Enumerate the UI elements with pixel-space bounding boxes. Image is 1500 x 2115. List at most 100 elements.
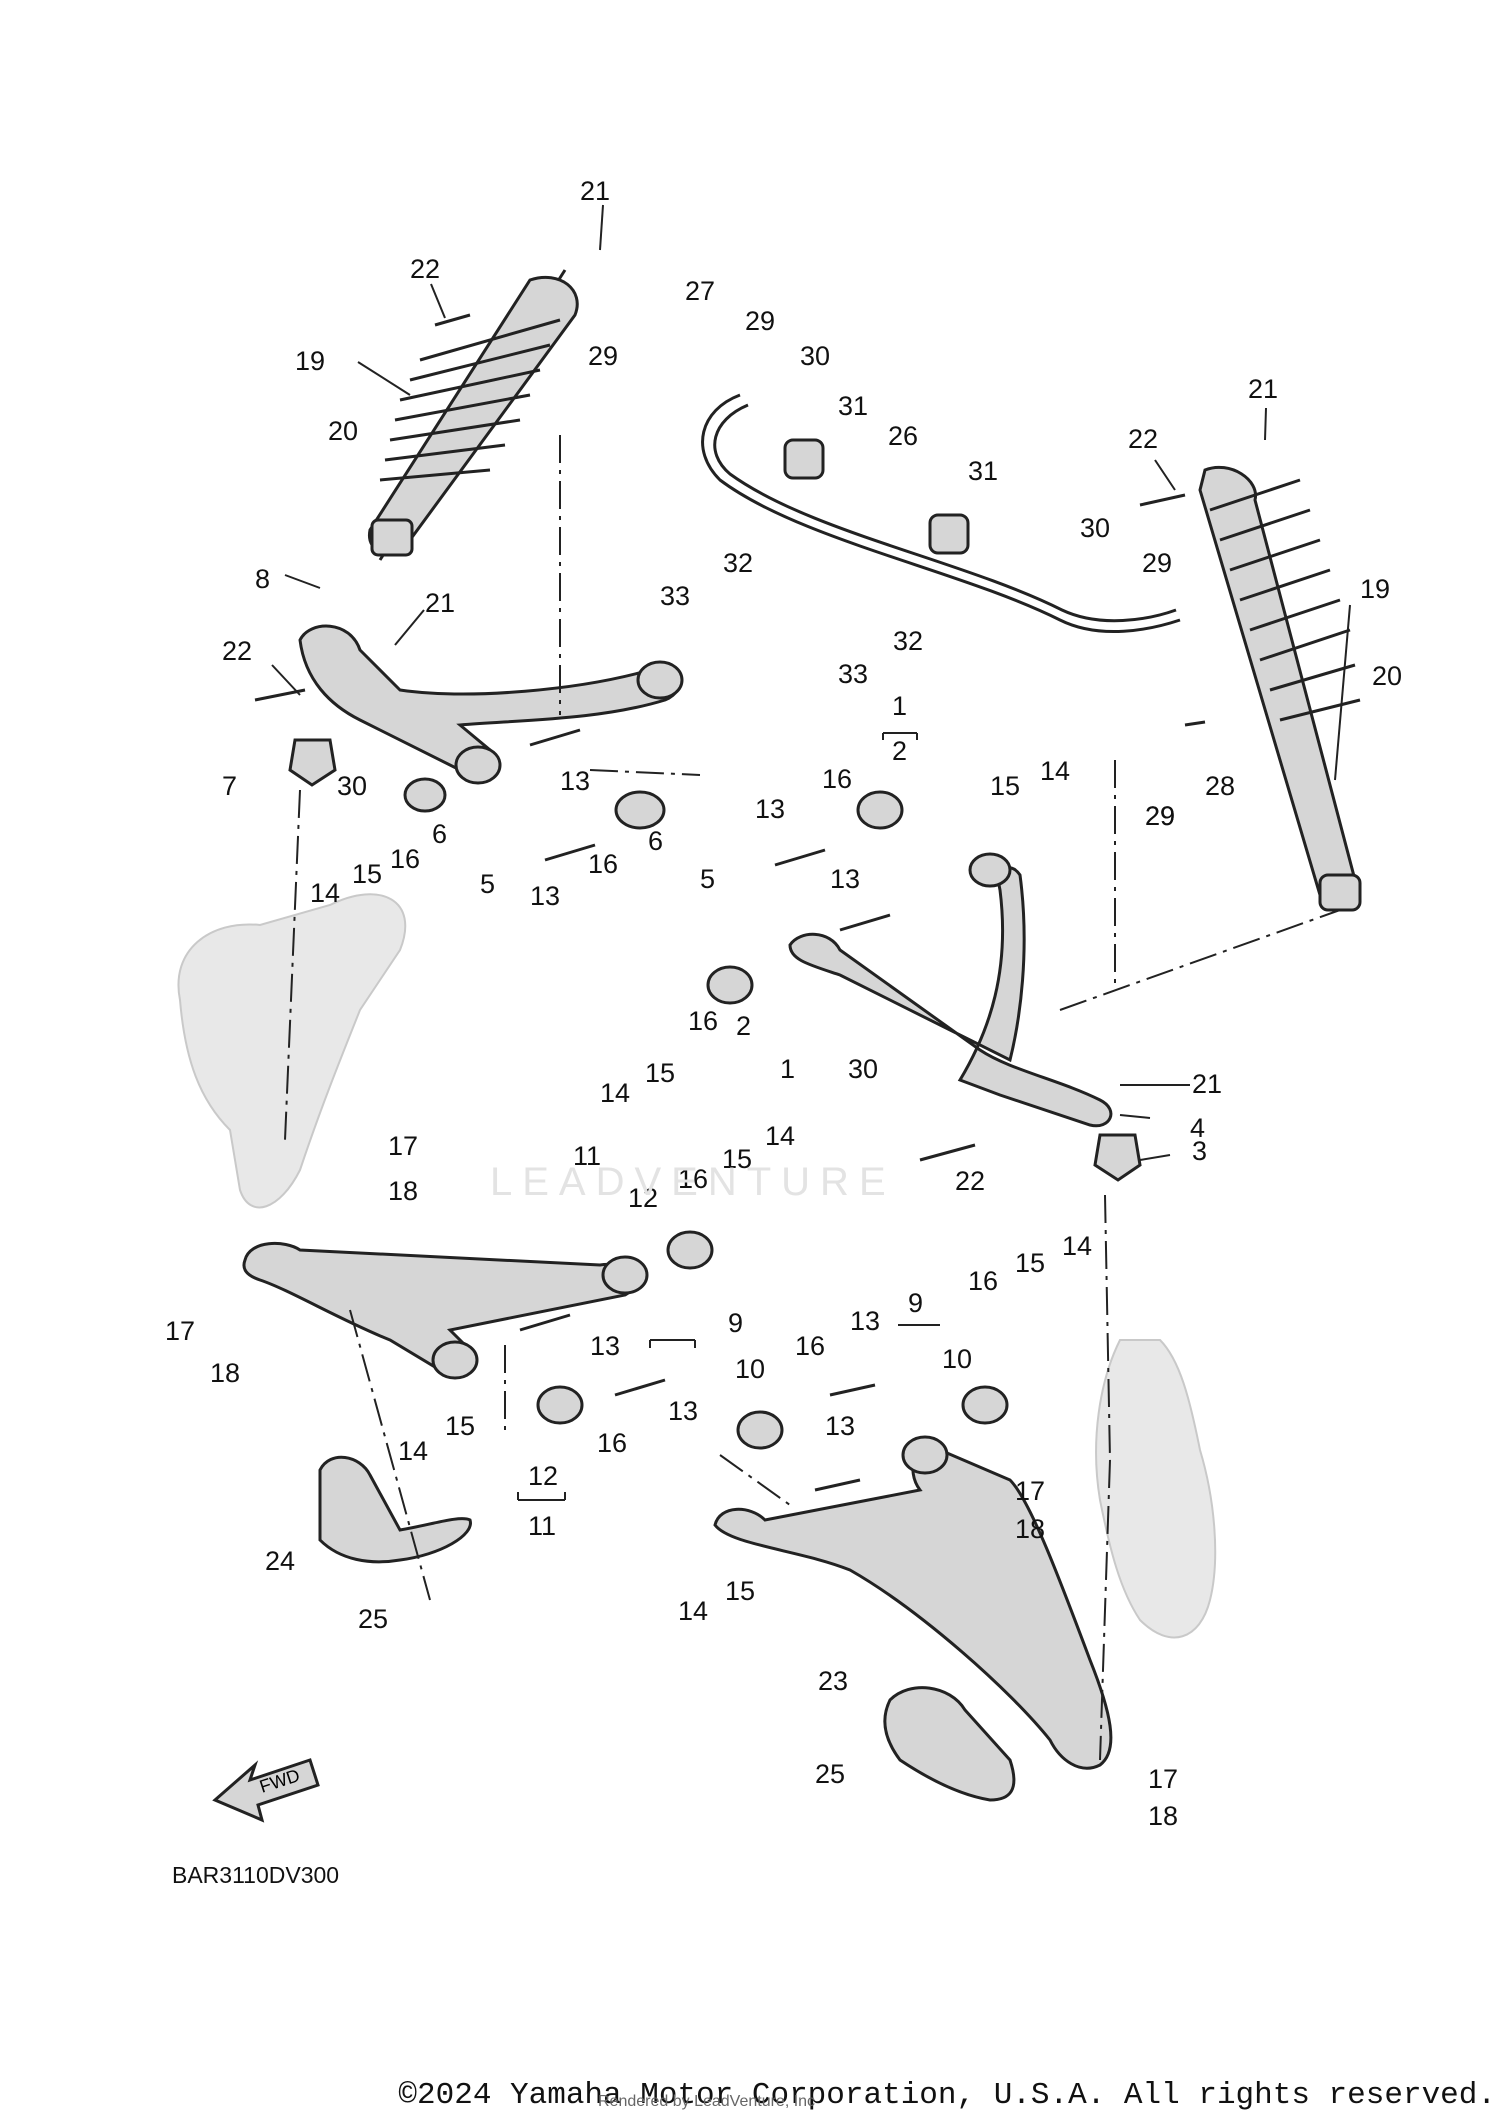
watermark: LEADVENTURE	[490, 1160, 896, 1204]
callout-26: 26	[888, 421, 918, 451]
right-knuckle-ghost	[1095, 1339, 1217, 1639]
left-shock-absorber	[368, 269, 579, 561]
callout-16: 16	[822, 764, 852, 794]
callout-5: 5	[480, 869, 495, 899]
bushing-31b	[928, 513, 970, 555]
callouts: 21 22 19 20 8 21 22 7 30 14 15 16 6 5 13…	[165, 176, 1402, 1831]
callout-12: 12	[628, 1183, 658, 1213]
callout-16: 16	[597, 1428, 627, 1458]
callout-18: 18	[1015, 1514, 1045, 1544]
callout-22: 22	[222, 636, 252, 666]
callout-14: 14	[398, 1436, 428, 1466]
alignment-lines	[284, 435, 1341, 1761]
callout-14: 14	[765, 1121, 795, 1151]
callout-13: 13	[668, 1396, 698, 1426]
callout-17: 17	[388, 1131, 418, 1161]
callout-12: 12	[528, 1461, 558, 1491]
callout-21: 21	[1248, 374, 1278, 404]
guard-23	[883, 1686, 1016, 1802]
callout-31: 31	[838, 391, 868, 421]
callout-16: 16	[588, 849, 618, 879]
ball-joint-7	[288, 738, 337, 787]
callout-15: 15	[722, 1144, 752, 1174]
upper-left-arm-bushing-rear	[454, 745, 502, 785]
callout-18: 18	[210, 1358, 240, 1388]
callout-16: 16	[795, 1331, 825, 1361]
callout-11: 11	[528, 1511, 556, 1541]
callout-9: 9	[908, 1288, 923, 1318]
copyright-notice: ©2024 Yamaha Motor Corporation, U.S.A. A…	[398, 2078, 1496, 2113]
callout-21: 21	[425, 588, 455, 618]
lower-left-arm-bushing	[601, 1255, 649, 1295]
callout-15: 15	[445, 1411, 475, 1441]
callout-33: 33	[838, 659, 868, 689]
callout-17: 17	[1015, 1476, 1045, 1506]
callout-1: 1	[780, 1054, 795, 1084]
callout-11: 11	[573, 1141, 601, 1171]
callout-14: 14	[310, 878, 340, 908]
diagram-code: BAR3110DV300	[172, 1862, 340, 1888]
callout-13: 13	[850, 1306, 880, 1336]
bushing-31a	[783, 438, 825, 480]
callout-15: 15	[725, 1576, 755, 1606]
callout-8: 8	[255, 564, 270, 594]
callout-2: 2	[892, 736, 907, 766]
callout-10: 10	[735, 1354, 765, 1384]
callout-22: 22	[1128, 424, 1158, 454]
fwd-arrow: FWD	[212, 1758, 320, 1823]
callout-17: 17	[1148, 1764, 1178, 1794]
lower-left-arm-bushing-rear	[431, 1340, 479, 1380]
callout-28: 28	[1205, 771, 1235, 801]
callout-15: 15	[1015, 1248, 1045, 1278]
callout-16: 16	[678, 1164, 708, 1194]
callout-13: 13	[530, 881, 560, 911]
callout-13: 13	[755, 794, 785, 824]
callout-33: 33	[660, 581, 690, 611]
callout-22: 22	[955, 1166, 985, 1196]
callout-29: 29	[1145, 801, 1175, 831]
callout-15: 15	[645, 1058, 675, 1088]
callout-19: 19	[295, 346, 325, 376]
callout-6: 6	[432, 819, 447, 849]
callout-16: 16	[968, 1266, 998, 1296]
callout-5: 5	[700, 864, 715, 894]
callout-29: 29	[1145, 801, 1175, 831]
callout-9: 9	[728, 1308, 743, 1338]
callout-30: 30	[848, 1054, 878, 1084]
callout-14: 14	[600, 1078, 630, 1108]
leaders	[271, 204, 1351, 1501]
callout-22: 22	[410, 254, 440, 284]
guard-24	[318, 1455, 472, 1564]
callout-20: 20	[1372, 661, 1402, 691]
ball-joint-3	[1093, 1133, 1142, 1182]
callout-13: 13	[825, 1411, 855, 1441]
callout-7: 7	[222, 771, 237, 801]
upper-left-arm-bushing	[636, 660, 684, 700]
callout-29: 29	[1142, 548, 1172, 578]
callout-29: 29	[588, 341, 618, 371]
stabilizer-bar-inner	[713, 403, 1177, 623]
callout-32: 32	[893, 626, 923, 656]
callout-13: 13	[590, 1331, 620, 1361]
callout-30: 30	[1080, 513, 1110, 543]
callout-23: 23	[818, 1666, 848, 1696]
callout-21: 21	[580, 176, 610, 206]
callout-30: 30	[337, 771, 367, 801]
callout-3: 3	[1192, 1136, 1207, 1166]
callout-4: 4	[1190, 1113, 1205, 1143]
upper-right-arm	[788, 866, 1113, 1128]
hardware	[254, 313, 1206, 1492]
callout-13: 13	[560, 766, 590, 796]
callout-6: 6	[648, 826, 663, 856]
callout-21: 21	[1192, 1069, 1222, 1099]
callout-16: 16	[390, 844, 420, 874]
callout-29: 29	[745, 306, 775, 336]
upper-right-arm-bushing	[968, 852, 1012, 888]
callout-10: 10	[942, 1344, 972, 1374]
callout-18: 18	[1148, 1801, 1178, 1831]
callout-27: 27	[685, 276, 715, 306]
callout-15: 15	[990, 771, 1020, 801]
lower-right-arm-bushing	[901, 1435, 949, 1475]
callout-14: 14	[678, 1596, 708, 1626]
